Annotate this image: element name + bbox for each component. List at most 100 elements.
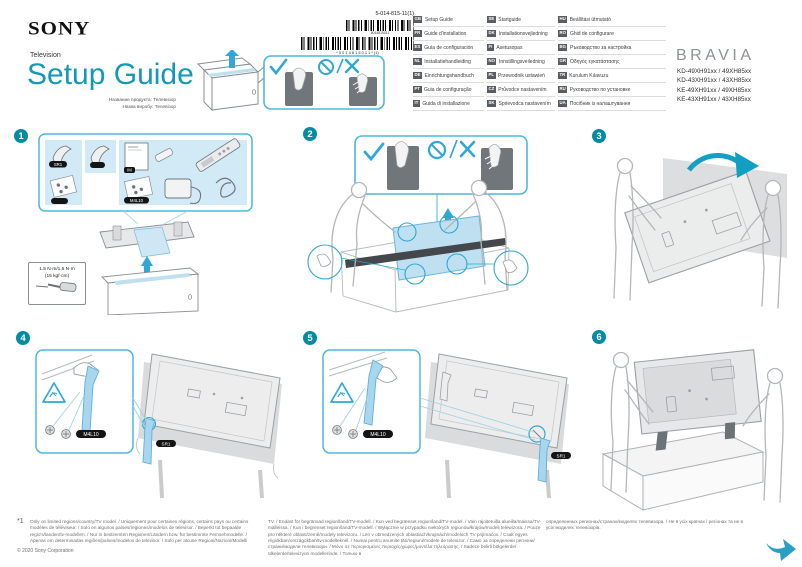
step-2-number: 2 — [303, 127, 317, 141]
step-1-number: 1 — [14, 129, 28, 143]
screw-bag — [49, 174, 78, 198]
torque-note: 1.5 N·m/1,5 N·m (15 kgf·cm) — [28, 262, 86, 305]
bravia-logo: BRAVIA — [676, 47, 755, 64]
language-code-badge: NL — [413, 58, 422, 65]
language-code-badge: GR — [558, 58, 568, 65]
language-label: Guía de configuración — [424, 44, 474, 51]
language-code-badge: PT — [413, 86, 422, 93]
language-label: Sprievodca nastavením — [498, 100, 551, 107]
product-name-ru: Название продукта: Телевизор — [108, 97, 176, 102]
language-label: Průvodce nastavením — [498, 86, 547, 93]
check-icon — [363, 142, 385, 162]
model-line: KD-49XH91xx / 49XH85xx — [677, 68, 752, 75]
leg-on-tv — [142, 417, 156, 465]
leg-label: SR1 — [162, 441, 171, 446]
barcode-large — [301, 37, 414, 50]
model-numbers: KD-49XH91xx / 49XH85xx KD-43XH91xx / 43X… — [677, 67, 751, 105]
language-code-badge: GB — [413, 16, 423, 23]
packing-band — [345, 238, 506, 268]
language-label: Setup Guide — [424, 16, 453, 23]
batteries — [154, 148, 174, 162]
remote-control — [195, 138, 241, 172]
hand-highlights — [307, 214, 529, 286]
model-line: KE-43XH91xx / 43XH85xx — [677, 96, 751, 104]
person-left — [610, 351, 654, 493]
language-label: Asetusopas — [496, 44, 523, 51]
language-code-badge: RU — [558, 86, 568, 93]
check-icon — [269, 58, 288, 76]
screw-bag-2 — [123, 176, 154, 200]
language-code-badge: IT — [413, 100, 420, 107]
language-code-badge: FI — [487, 44, 494, 51]
hand-detail-right — [502, 259, 518, 273]
language-label: Beállítási útmutató — [569, 16, 611, 23]
person-right — [444, 179, 508, 291]
language-label: Посібник із налаштування — [569, 100, 631, 107]
language-code-badge: SK — [487, 100, 496, 107]
person-right — [740, 179, 782, 309]
language-label: Руководство по установке — [569, 86, 631, 93]
language-code-badge: HU — [558, 16, 568, 23]
unbox-arrow-icon — [196, 50, 265, 112]
barcode-large-caption: * 5 0 1 4 8 1 5 0 1 1 * (1) — [336, 50, 379, 55]
language-code-badge: FR — [413, 30, 422, 37]
language-code-badge: BG — [558, 44, 568, 51]
screw-icon — [332, 425, 358, 439]
language-label: Guide d'installation — [424, 30, 467, 37]
no-cross-icon — [318, 58, 360, 75]
attached-leg — [439, 371, 452, 402]
language-code-badge: ES — [413, 44, 422, 51]
language-code-badge: PL — [487, 72, 496, 79]
step-4-number: 4 — [16, 331, 30, 345]
language-code-badge: DE — [413, 72, 422, 79]
leg-label: SR1 — [54, 162, 63, 167]
hand-detail-left — [316, 253, 332, 267]
bag-label-pill — [51, 198, 68, 204]
step3-illustration — [613, 152, 787, 309]
part-number: 5-014-815-11(1) — [375, 11, 414, 17]
barcode-small — [346, 20, 414, 31]
leg-highlight — [363, 359, 384, 426]
person-left — [330, 181, 396, 293]
ac-adapter — [164, 178, 202, 205]
packaging-box — [101, 267, 200, 315]
footnote-col1: Only on limited regions/country/TV model… — [30, 519, 249, 544]
language-label: Guia de configuração — [424, 86, 472, 93]
crack-marks — [484, 155, 496, 170]
step4-illustration: M4L10 SR1 — [35, 349, 282, 499]
no-cross-icon — [427, 139, 476, 160]
language-label: Οδηγός εγκατάστασης — [569, 58, 620, 65]
person-left — [613, 157, 662, 301]
page-turn-arrow-icon — [766, 539, 796, 561]
language-label: Einrichtungshandbuch — [424, 72, 474, 79]
language-code-badge: TR — [558, 72, 567, 79]
leg2-label-pill — [90, 162, 105, 168]
sony-logo: SONY — [28, 17, 91, 40]
language-label: Startguide — [498, 16, 522, 23]
power-cord — [215, 177, 236, 198]
language-label: Ръководство за настройка — [569, 44, 632, 51]
step-3-number: 3 — [592, 129, 606, 143]
crack-marks — [352, 81, 363, 94]
product-names: Название продукта: Телевизор Назва вироб… — [58, 96, 176, 111]
protective-sheet — [133, 226, 171, 258]
step1-illustration: SR1 IM M4L10 — [38, 133, 253, 315]
language-code-badge: NO — [487, 58, 497, 65]
screws-label: M4L10 — [83, 432, 99, 438]
